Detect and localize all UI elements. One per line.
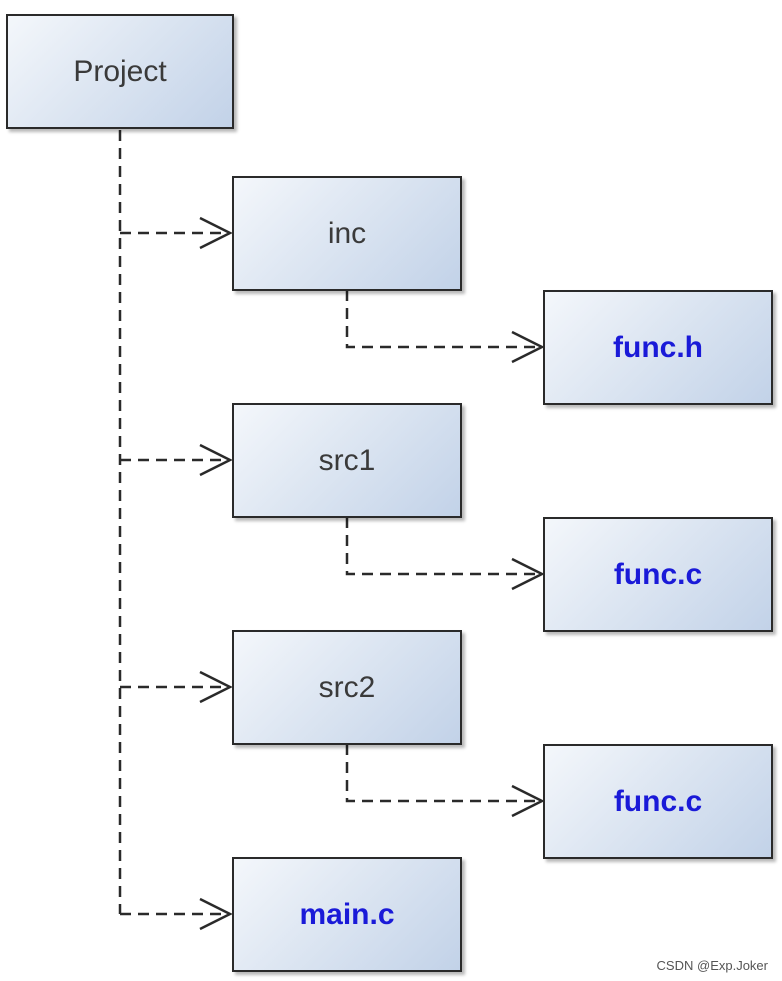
connector-src1-funcc [345, 517, 537, 576]
watermark: CSDN @Exp.Joker [656, 958, 768, 973]
node-src2-label: src2 [318, 670, 376, 704]
node-func-h: func.h [543, 290, 773, 405]
node-src1-func-c-label: func.c [613, 557, 703, 591]
node-inc-label: inc [327, 216, 367, 250]
arrowhead-main [199, 897, 233, 931]
node-project-label: Project [73, 54, 167, 88]
arrowhead-src2-funcc [511, 784, 545, 818]
node-src2: src2 [232, 630, 462, 745]
connector-src2-funcc [345, 744, 537, 803]
node-src2-func-c-label: func.c [613, 784, 703, 818]
connector-inc-funch [345, 290, 537, 349]
node-func-h-label: func.h [613, 330, 703, 364]
arrowhead-inc [199, 216, 233, 250]
node-src1-func-c: func.c [543, 517, 773, 632]
arrowhead-src1 [199, 443, 233, 477]
node-project: Project [6, 14, 234, 129]
arrowhead-src2 [199, 670, 233, 704]
node-inc: inc [232, 176, 462, 291]
node-src2-func-c: func.c [543, 744, 773, 859]
arrowhead-src1-funcc [511, 557, 545, 591]
node-src1-label: src1 [318, 443, 376, 477]
node-main-c-label: main.c [299, 897, 395, 931]
node-main-c: main.c [232, 857, 462, 972]
arrowhead-funch [511, 330, 545, 364]
node-src1: src1 [232, 403, 462, 518]
